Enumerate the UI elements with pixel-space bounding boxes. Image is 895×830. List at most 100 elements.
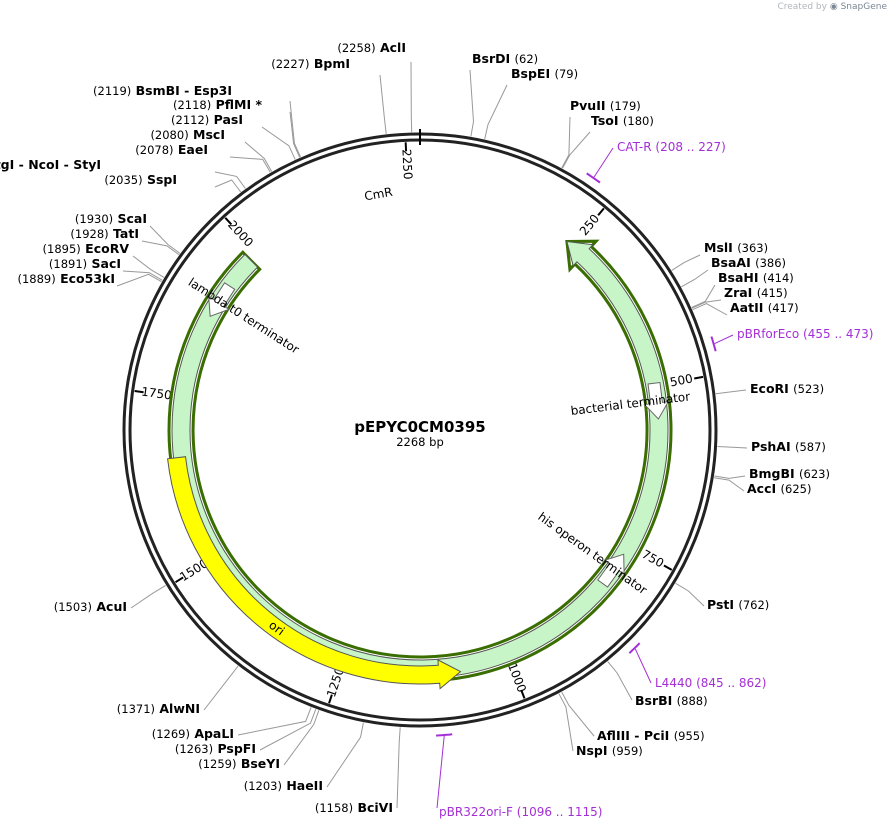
svg-text:(1928) TatI: (1928) TatI [70,226,139,241]
site-position: (1158) [315,801,353,815]
plasmid-length: 2268 bp [396,435,444,449]
primer-l4440[interactable]: L4440 (845 .. 862) [628,642,767,690]
primer-pbrforeco[interactable]: pBRforEco (455 .. 473) [710,327,873,352]
site-position: (955) [674,729,705,743]
site-bsrdi[interactable]: BsrDI (62) [472,51,538,66]
site-leader-line [715,389,747,395]
site-name: Esp3I [194,83,232,98]
site-name: EaeI [178,142,208,157]
site-zrai[interactable]: ZraI (415) [724,285,788,300]
separator: - [59,157,73,172]
site-ecorv[interactable]: (1895) EcoRV [43,241,130,256]
site-name: BsrDI [472,51,510,66]
primer-cat-r[interactable]: CAT-R (208 .. 227) [586,140,726,184]
site-name: BsaHI [718,270,759,285]
site-name: PspFI [217,741,256,756]
primer-pbr322ori-f[interactable]: pBR322ori-F (1096 .. 1115) [436,733,603,819]
svg-text:EcoRI (523): EcoRI (523) [750,381,824,396]
site-bsrbi[interactable]: BsrBI (888) [635,693,708,708]
site-pasi[interactable]: (2112) PasI [171,112,243,127]
site-eaei[interactable]: (2078) EaeI [135,142,208,157]
site-acli[interactable]: (2258) AclI [337,40,406,55]
site-leader-lines [116,61,748,809]
site-ecori[interactable]: EcoRI (523) [750,381,824,396]
site-name: AclI [380,40,406,55]
site-leader-line [562,131,591,169]
site-bmgbi[interactable]: BmgBI (623) [749,466,830,481]
site-name: NcoI [28,157,59,172]
site-leader-line [229,156,271,173]
site-saci[interactable]: (1891) SacI [49,256,121,271]
site-bpmi[interactable]: (2227) BpmI [271,56,350,71]
site-alwni[interactable]: (1371) AlwNI [117,701,200,716]
svg-text:BspEI (79): BspEI (79) [511,66,578,81]
site-msci[interactable]: (2080) MscI [150,127,225,142]
feature-ori[interactable] [167,456,462,690]
site-pspfi[interactable]: (1263) PspFI [175,741,256,756]
site-sspi[interactable]: (2035) SspI [104,172,177,187]
site-leader-line [714,477,745,492]
site-acui[interactable]: (1503) AcuI [54,599,127,614]
site-acci[interactable]: AccI (625) [747,481,811,496]
site-name: TsoI [591,113,619,128]
site-afliii[interactable]: AflIII - PciI (955) [597,728,705,743]
site-tsoi[interactable]: TsoI (180) [591,113,654,128]
feature-his-operon-terminator[interactable] [593,547,633,590]
site-pflmi[interactable]: (2118) PflMI * [173,97,262,112]
feature-lambda-t0-terminator[interactable] [200,280,240,323]
svg-text:BsaAI (386): BsaAI (386) [711,255,786,270]
svg-text:PstI (762): PstI (762) [707,597,769,612]
svg-text:(2119) BsmBI - Esp3I: (2119) BsmBI - Esp3I [93,83,232,98]
separator: - [630,728,644,743]
site-name: BmgBI [749,466,795,481]
site-position: (2035) [104,173,142,187]
primer-annotations[interactable]: CAT-R (208 .. 227) pBRforEco (455 .. 473)… [436,140,873,819]
site-name: AccI [747,481,776,496]
site-scai[interactable]: (1930) ScaI [75,211,147,226]
feature-bacterial-terminator[interactable] [642,381,670,421]
tick-mark [520,689,526,699]
site-bseyi[interactable]: (1259) BseYI [198,756,280,771]
svg-text:BmgBI (623): BmgBI (623) [749,466,830,481]
site-apali[interactable]: (1269) ApaLI [152,726,234,741]
site-name: PvuII [570,98,606,113]
site-pshai[interactable]: PshAI (587) [751,439,826,454]
site-leader-line [203,665,239,711]
site-psti[interactable]: PstI (762) [707,597,769,612]
site-nspi[interactable]: NspI (959) [576,743,643,758]
site-position: (1269) [152,727,190,741]
site-bspei[interactable]: BspEI (79) [511,66,578,81]
site-bsmbi[interactable]: (2119) BsmBI - Esp3I [93,83,232,98]
site-leader-line [692,303,728,316]
tick-mark [174,576,184,584]
feature-cmr[interactable] [171,240,669,679]
site-bsaai[interactable]: BsaAI (386) [711,255,786,270]
site-pvuii[interactable]: PvuII (179) [570,98,641,113]
site-name: BtgI [0,157,14,172]
svg-text:(2080) MscI: (2080) MscI [150,127,225,142]
primer-range: (1096 .. 1115) [517,805,603,819]
primer-bar [436,733,453,737]
site-tati[interactable]: (1928) TatI [70,226,139,241]
site-haeii[interactable]: (1203) HaeII [244,778,323,793]
site-name: PshAI [751,439,791,454]
site-position: (1263) [175,742,213,756]
site-position: (1503) [54,600,92,614]
tick-label: 250 [577,212,602,239]
restriction-sites[interactable]: (2258) AclI(2227) BpmI (2119) BsmBI - Esp… [0,40,830,815]
site-bsahi[interactable]: BsaHI (414) [718,270,794,285]
site-name: BpmI [314,56,350,71]
primer-range: (845 .. 862) [696,676,766,690]
site-name: BsmBI [136,83,180,98]
svg-text:(2078) EaeI: (2078) EaeI [135,142,208,157]
site-msli[interactable]: MslI (363) [704,240,768,255]
site-btgi[interactable]: (2042) BtgI - NcoI - StyI [0,157,101,172]
site-bcivi[interactable]: (1158) BciVI [315,800,393,815]
site-position: (959) [612,744,643,758]
site-aatii[interactable]: AatII (417) [730,300,799,315]
site-leader-line [671,254,701,271]
plasmid-backbone [122,129,718,728]
site-eco53ki[interactable]: (1889) Eco53kI [17,271,115,286]
site-name: BseYI [241,756,280,771]
site-position: (1259) [198,757,236,771]
